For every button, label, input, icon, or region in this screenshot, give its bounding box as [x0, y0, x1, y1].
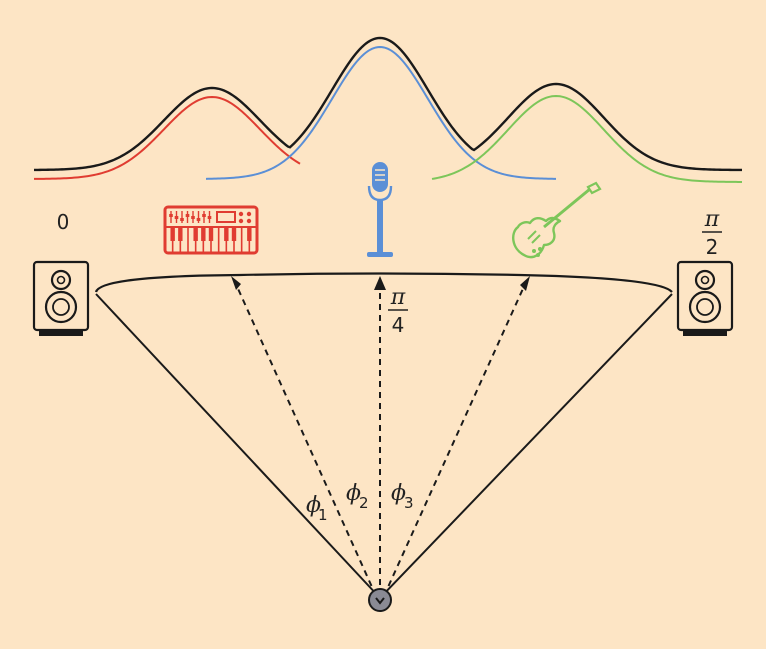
keyboard-icon	[163, 205, 259, 255]
right-angle-numerator: π	[704, 207, 720, 232]
phi1-subscript: 1	[318, 506, 328, 524]
mic-gaussian-curve	[205, 45, 557, 180]
phi3-label: ϕ 3	[391, 481, 414, 512]
phi2-label: ϕ 2	[346, 481, 369, 512]
source-direction-arrows	[231, 276, 530, 597]
center-angle-denominator: 4	[392, 313, 405, 337]
arrowhead-phi3	[520, 276, 530, 291]
microphone-icon	[367, 162, 393, 257]
left-speaker-line	[95, 293, 381, 599]
right-angle-label: π 2	[702, 207, 722, 259]
guitar-gaussian-curve	[431, 94, 743, 183]
mixture-curve	[33, 36, 743, 172]
arrow-phi1	[234, 281, 377, 597]
arrowhead-phi2	[374, 276, 386, 290]
guitar-icon	[512, 181, 602, 259]
arrowhead-phi1	[231, 276, 241, 290]
right-angle-denominator: 2	[706, 235, 719, 259]
speaker-icon	[32, 260, 90, 336]
center-angle-numerator: π	[390, 285, 406, 310]
listener-head-icon	[368, 588, 392, 612]
phi1-label: ϕ 1	[306, 493, 328, 524]
keyboard-gaussian-curve	[33, 95, 301, 180]
phi3-symbol: ϕ	[391, 481, 406, 506]
phi3-subscript: 3	[404, 494, 414, 512]
phi2-subscript: 2	[359, 494, 369, 512]
right-speaker-line	[379, 293, 673, 599]
phi1-symbol: ϕ	[306, 493, 321, 518]
panning-arc	[94, 272, 673, 293]
speaker-icon	[676, 260, 734, 336]
center-angle-label: π 4	[388, 285, 408, 337]
arrow-phi3	[383, 281, 527, 597]
phi2-symbol: ϕ	[346, 481, 361, 506]
left-angle-label: 0	[57, 210, 70, 234]
